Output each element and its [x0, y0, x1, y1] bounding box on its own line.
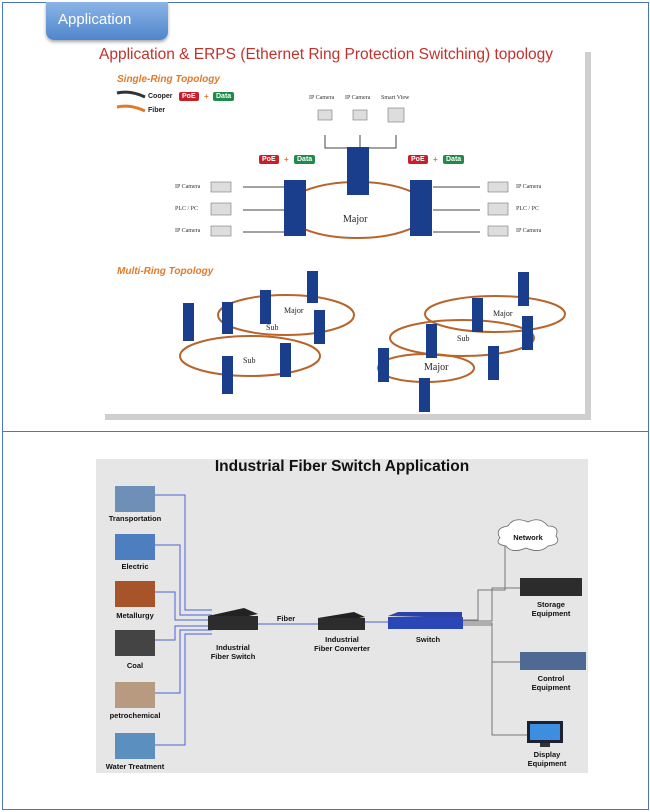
- network-label: Network: [513, 533, 543, 542]
- source-label-petrochemical: petrochemical: [109, 711, 161, 720]
- right-device-label-1: IP Camera: [516, 184, 542, 190]
- multi-sub-label-1: Sub: [266, 323, 279, 332]
- control-label: Control Equipment: [531, 674, 571, 692]
- section-divider: [2, 431, 648, 432]
- legend-plus: +: [204, 92, 209, 101]
- left-poe-badge: PoE: [259, 155, 279, 164]
- multi-ring-heading: Multi-Ring Topology: [117, 266, 214, 277]
- source-label-transportation: Transportation: [108, 514, 162, 523]
- right-plus: +: [433, 155, 438, 164]
- single-ring-heading: Single-Ring Topology: [117, 74, 220, 85]
- multi-sub-label-2: Sub: [243, 356, 256, 365]
- source-label-electric: Electric: [121, 562, 149, 571]
- source-label-coal: Coal: [126, 661, 144, 670]
- left-device-label-2: PLC / PC: [175, 206, 199, 212]
- right-device-label-3: IP Camera: [516, 228, 542, 234]
- right-poe-badge: PoE: [408, 155, 428, 164]
- legend-data-badge: Data: [213, 92, 235, 101]
- source-label-water-treatment: Water Treatment: [105, 762, 165, 771]
- multi-sub-label-3: Sub: [457, 334, 470, 343]
- fiber-converter-label: Industrial Fiber Converter: [314, 635, 370, 653]
- left-device-label-1: IP Camera: [175, 184, 201, 190]
- display-label: Display Equipment: [527, 750, 567, 768]
- fiber-link-label: Fiber: [276, 614, 296, 623]
- multi-major-label-2: Major: [493, 309, 513, 318]
- multi-major-label-3: Major: [424, 362, 449, 373]
- storage-label: Storage Equipment: [531, 600, 571, 618]
- top-device-label-1: IP Camera: [309, 95, 335, 101]
- left-plus: +: [284, 155, 289, 164]
- top-device-label-3: Smart View: [381, 95, 410, 101]
- left-data-badge: Data: [294, 155, 316, 164]
- multi-major-label-1: Major: [284, 306, 304, 315]
- right-data-badge: Data: [443, 155, 465, 164]
- topology-title: Application & ERPS (Ethernet Ring Protec…: [99, 46, 554, 63]
- switch-label: Switch: [415, 635, 441, 644]
- legend-fiber: Fiber: [148, 107, 166, 114]
- fiber-application-title: Industrial Fiber Switch Application: [214, 458, 470, 475]
- left-device-label-3: IP Camera: [175, 228, 201, 234]
- application-tab[interactable]: Application: [46, 2, 168, 40]
- legend-cooper: Cooper: [148, 93, 173, 100]
- legend-poe-badge: PoE: [179, 92, 199, 101]
- source-label-metallurgy: Metallurgy: [116, 611, 154, 620]
- source-images: [115, 486, 155, 759]
- single-ring-major-label: Major: [343, 214, 368, 225]
- top-device-label-2: IP Camera: [345, 95, 371, 101]
- right-device-label-2: PLC / PC: [516, 206, 540, 212]
- single-ring-switches: [284, 147, 432, 236]
- fiber-switch-label: Industrial Fiber Switch: [210, 643, 256, 661]
